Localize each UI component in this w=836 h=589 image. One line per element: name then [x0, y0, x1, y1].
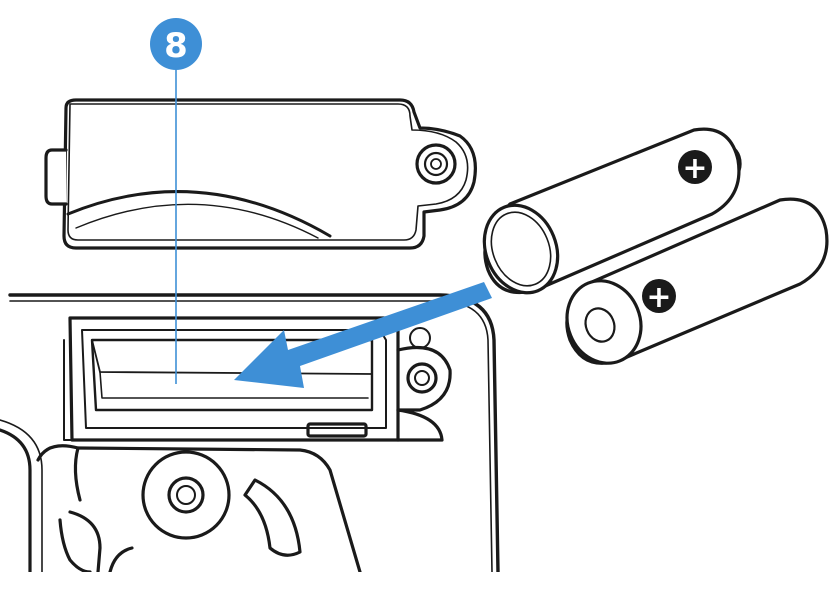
- plus-icon: +: [646, 280, 671, 315]
- insertion-arrow-icon: [234, 282, 492, 388]
- positive-terminal-marker-1: +: [678, 150, 712, 186]
- step-number: 8: [164, 26, 188, 66]
- step-badge: 8: [150, 18, 202, 70]
- battery-cover: [46, 100, 475, 248]
- remote-body: [0, 295, 498, 572]
- positive-terminal-marker-2: +: [642, 279, 676, 315]
- plus-icon: +: [682, 151, 707, 186]
